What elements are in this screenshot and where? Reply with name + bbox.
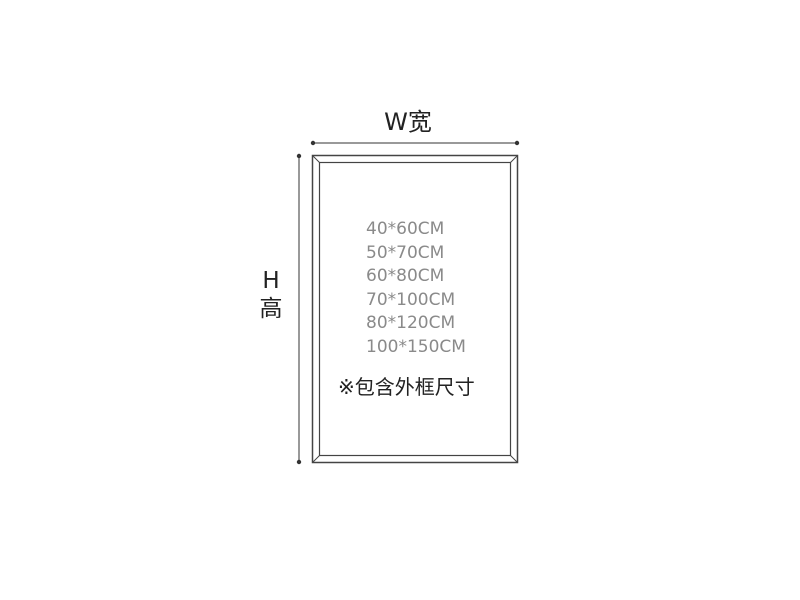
- width-label: W宽: [384, 108, 432, 136]
- width-dimension-left-dot: [310, 140, 316, 146]
- size-option: 40*60CM: [366, 219, 445, 239]
- height-dimension-bottom-dot: [296, 459, 302, 465]
- width-dimension-line: [310, 140, 520, 146]
- size-option: 100*150CM: [366, 336, 466, 357]
- size-list: 40*60CM 50*70CM 60*80CM 70*100CM 80*120C…: [366, 218, 466, 359]
- height-dimension-line: [296, 153, 302, 465]
- frame-miter-bottom-right: [510, 455, 518, 463]
- height-label-char: 高: [259, 296, 283, 322]
- frame-miter-bottom-left: [312, 455, 320, 463]
- size-option: 60*80CM: [366, 266, 445, 286]
- frame-outer-edge: [311, 154, 519, 464]
- size-option: 50*70CM: [366, 242, 445, 263]
- picture-frame: [311, 154, 519, 464]
- height-label-letter: H: [262, 268, 280, 294]
- height-dimension-top-dot: [296, 153, 302, 159]
- height-label: H 高: [252, 267, 290, 323]
- frame-miter-top-right: [510, 155, 518, 163]
- size-option: 70*100CM: [366, 289, 456, 310]
- size-option: 80*120CM: [366, 313, 456, 333]
- frame-miter-top-left: [312, 155, 320, 163]
- frame-size-note: ※包含外框尺寸: [338, 375, 475, 399]
- frame-inner-edge: [318, 161, 512, 457]
- width-dimension-right-dot: [514, 140, 520, 146]
